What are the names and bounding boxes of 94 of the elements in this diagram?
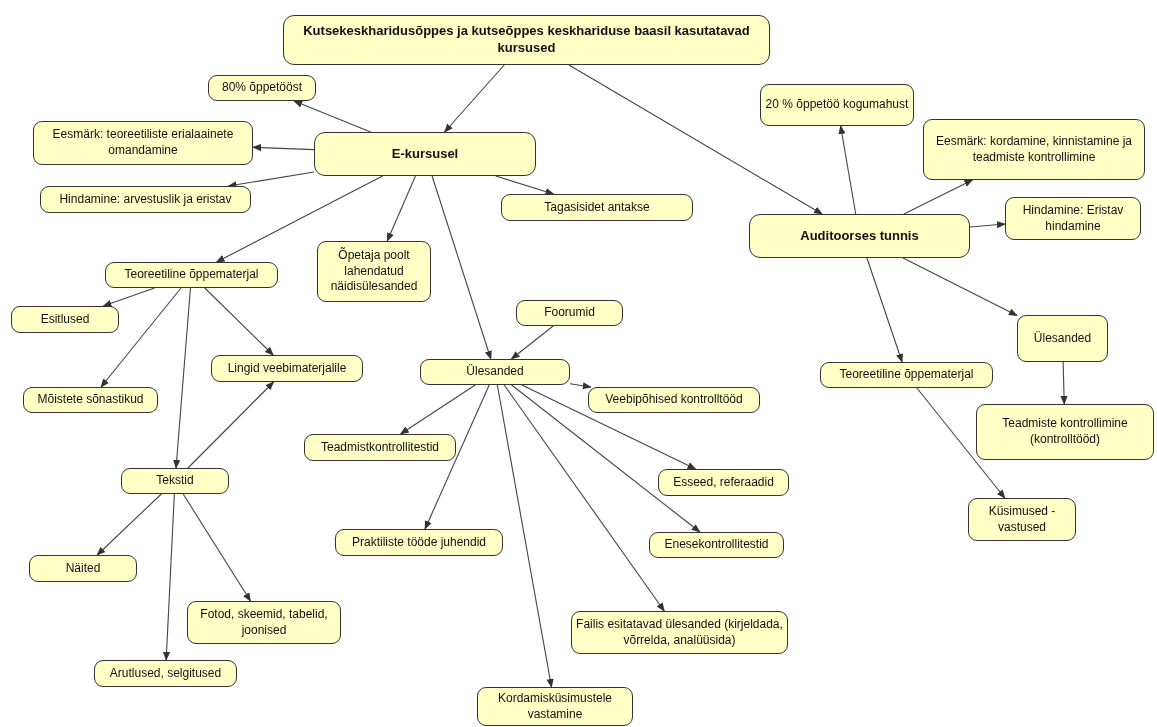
arrow [569, 382, 592, 390]
node-text: Failis esitatavad ülesanded (kirjeldada, võrrelda, analüüsida) [576, 616, 783, 649]
arrow [568, 64, 823, 215]
arrow [510, 325, 554, 360]
arrow [496, 384, 554, 688]
node-text: Teadmiste kontrollimine (kontrolltööd) [1001, 416, 1129, 448]
concept-box [40, 186, 251, 213]
concept-box [658, 469, 789, 496]
concept-box [335, 529, 503, 556]
node-text: Teadmistkontrollitestid [320, 439, 440, 456]
heading-text: Kutsekeskharidusõppes ja kutseõppes keskhariduse baasil kasutatavad kursused [302, 23, 751, 57]
concept-box [1017, 315, 1108, 362]
concept-box [516, 300, 623, 326]
concept-box [820, 362, 993, 388]
concept-box [923, 119, 1145, 180]
concept-box [11, 306, 119, 333]
arrow [102, 287, 156, 307]
concept-box [304, 434, 456, 461]
concept-box [23, 387, 158, 413]
node-text: Veebipõhised kontrolltööd [605, 392, 743, 408]
arrow [431, 175, 492, 360]
arrow [204, 287, 274, 356]
concept-box [1005, 197, 1141, 240]
arrow [100, 287, 182, 388]
node-text: Tekstid [156, 473, 194, 489]
arrow [969, 221, 1006, 229]
concept-box [283, 15, 770, 65]
arrow [866, 257, 903, 363]
node-text: Esitlused [40, 311, 90, 328]
node-text: Õpetaja poolt lahendatud näidisülesanded [329, 248, 419, 295]
arrow [424, 384, 490, 530]
node-text: Lingid veebimaterjalile [227, 360, 347, 377]
arrow [293, 100, 372, 133]
concept-box [968, 498, 1076, 541]
node-text: Eesmärk: kordamine, kinnistamine ja teadmiste kontrollimine [934, 133, 1134, 166]
node-text: Näited [65, 560, 101, 577]
arrow [838, 125, 857, 215]
concept-box [94, 660, 237, 687]
arrow [1060, 361, 1068, 405]
node-text: Mõistete sõnastikud [37, 392, 144, 408]
arrow [511, 384, 701, 533]
arrow [182, 493, 252, 602]
concept-box [121, 468, 229, 494]
concept-box [420, 359, 570, 385]
node-text: Eesmärk: teoreetiliste erialaainete omandamine [51, 127, 235, 159]
node-text: Teoreetiline õppematerjal [839, 367, 974, 383]
concept-box [211, 355, 363, 382]
node-text: Ülesanded [1033, 330, 1092, 347]
arrow [503, 384, 665, 612]
arrow [162, 493, 175, 661]
node-text: Tagasisidet antakse [544, 199, 650, 216]
arrow [386, 175, 416, 242]
arrow [916, 387, 1006, 499]
concept-box [208, 75, 316, 101]
concept-box [29, 555, 137, 582]
node-text: Ülesanded [466, 364, 524, 380]
arrow [399, 384, 476, 435]
node-text: Esseed, referaadid [673, 474, 774, 491]
concept-box [105, 262, 278, 288]
concept-box [760, 84, 914, 126]
arrow [444, 64, 505, 133]
node-text: Arutlused, selgitused [109, 665, 222, 682]
concept-box [314, 132, 536, 176]
arrow [903, 179, 974, 215]
node-text: Enesekontrollitestid [664, 537, 769, 553]
concept-box [588, 387, 760, 413]
concept-box [976, 404, 1154, 460]
arrow [187, 381, 275, 469]
arrow [252, 144, 315, 152]
arrow [215, 175, 384, 263]
concept-box [501, 194, 693, 221]
arrow [902, 257, 1018, 317]
node-text: 80% õppetööst [221, 80, 303, 96]
concept-box [649, 532, 784, 558]
node-text: Hindamine: Eristav hindamine [1021, 202, 1125, 235]
concept-box [187, 601, 341, 644]
node-text: Teoreetiline õppematerjal [124, 267, 259, 283]
arrow [173, 287, 191, 469]
node-text: Foorumid [544, 305, 595, 321]
node-text: Küsimused - vastused [987, 503, 1057, 536]
node-text: Fotod, skeemid, tabelid, joonised [199, 606, 329, 639]
arrow [96, 493, 162, 556]
node-text: Kordamisküsimustele vastamine [496, 690, 613, 723]
node-text: 20 % õppetöö kogumahust [765, 97, 909, 113]
heading-text: E-kursusel [391, 145, 459, 163]
heading-text: Auditoorses tunnis [800, 227, 919, 245]
concept-box [33, 121, 253, 165]
concept-box [477, 687, 633, 726]
arrow [521, 384, 697, 470]
arrow [495, 175, 555, 196]
node-text: Praktiliste tööde juhendid [351, 534, 487, 551]
concept-box [317, 241, 431, 302]
node-text: Hindamine: arvestuslik ja eristav [59, 191, 232, 208]
concept-box [749, 214, 970, 258]
